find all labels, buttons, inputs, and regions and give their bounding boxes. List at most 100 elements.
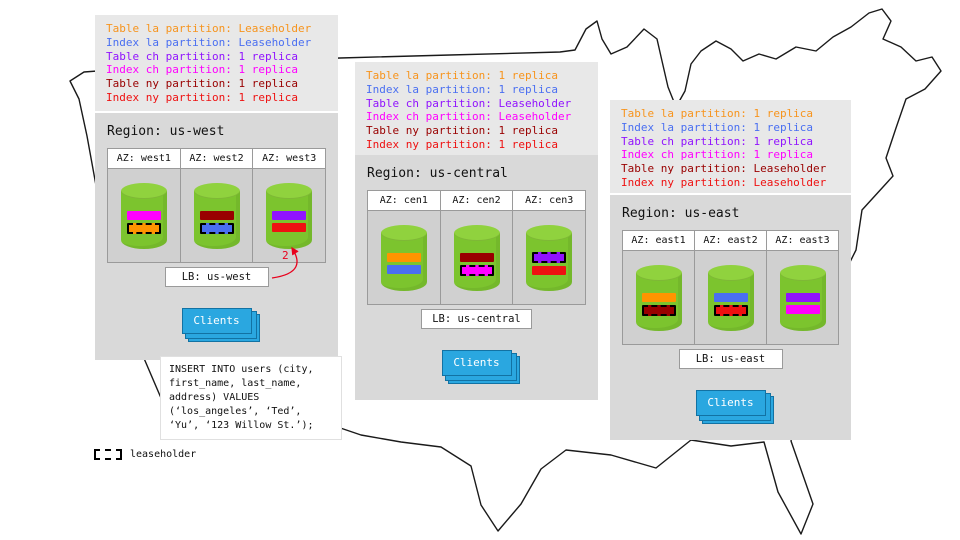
leaseholder-swatch-icon [94, 449, 122, 460]
az-body [253, 169, 326, 262]
cylinder-top [266, 182, 313, 199]
partition-bar [713, 304, 748, 316]
partition-info-line: Index ny partition: 1 replica [106, 90, 299, 104]
az-grid-us-central: AZ: cen1 AZ: cen2 [367, 190, 586, 305]
partition-bar [272, 210, 307, 220]
partition-bar [532, 265, 567, 275]
arrow-step-annotation: 2 [282, 249, 289, 262]
load-balancer-us-central: LB: us-central [421, 309, 532, 329]
partition-info-line: Table la partition: Leaseholder [106, 22, 312, 35]
db-node-cylinder [380, 224, 427, 291]
az-body [108, 169, 180, 262]
partition-info-line: Table la partition: 1 replica [366, 69, 559, 82]
az-body [695, 251, 766, 344]
partition-bar [199, 210, 234, 220]
partition-bar [459, 264, 494, 276]
clients-label: Clients [695, 390, 766, 416]
legend-label: leaseholder [130, 449, 197, 460]
partition-info-line: Table la partition: 1 replica [621, 107, 814, 120]
clients-node-us-west: Clients [181, 308, 260, 342]
cylinder-body [120, 190, 167, 249]
az-label: AZ: west2 [180, 149, 253, 169]
cylinder-body [779, 272, 826, 331]
region-box-us-west: Region: us-west AZ: west1 AZ: west2 [95, 113, 338, 360]
az-west3: AZ: west3 [253, 149, 326, 262]
partition-bar [459, 252, 494, 262]
az-body [368, 211, 440, 304]
clients-label: Clients [441, 350, 512, 376]
partition-bar [126, 222, 161, 234]
partition-info-line: Index la partition: 1 replica [366, 82, 559, 96]
az-label: AZ: west1 [108, 149, 180, 169]
cylinder-top [707, 264, 754, 281]
db-node-cylinder [526, 224, 573, 291]
clients-label: Clients [181, 308, 252, 334]
az-cen2: AZ: cen2 [440, 191, 514, 304]
db-node-cylinder [779, 264, 826, 331]
partition-info-line: Index ch partition: Leaseholder [366, 110, 572, 124]
sql-insert-note: INSERT INTO users (city, first_name, las… [160, 356, 342, 440]
partition-info-line: Index ch partition: 1 replica [621, 148, 814, 162]
partition-info-line: Table ny partition: 1 replica [106, 77, 299, 91]
az-body [767, 251, 838, 344]
partition-info-box-us-west: Table la partition: Leaseholder Index la… [95, 15, 338, 111]
az-body [180, 169, 253, 262]
partition-bar [126, 210, 161, 220]
cylinder-body [635, 272, 682, 331]
az-label: AZ: west3 [253, 149, 326, 169]
partition-bar [641, 292, 676, 302]
az-west1: AZ: west1 [108, 149, 181, 262]
cylinder-top [120, 182, 167, 199]
partition-bar [386, 264, 421, 274]
partition-info-line: Index ny partition: 1 replica [366, 137, 559, 151]
region-title: Region: us-east [622, 206, 740, 221]
cylinder-top [380, 224, 427, 241]
sql-line: first_name, last_name, [169, 378, 302, 389]
cylinder-body [453, 232, 500, 291]
az-body [440, 211, 513, 304]
az-body [623, 251, 694, 344]
partition-info-line: Table ch partition: 1 replica [106, 49, 299, 63]
leaseholder-legend: leaseholder [94, 449, 196, 460]
az-label: AZ: east3 [767, 231, 838, 251]
az-east2: AZ: east2 [695, 231, 767, 344]
db-node-cylinder [266, 182, 313, 249]
load-balancer-us-east: LB: us-east [678, 349, 783, 369]
partition-info-line: Index la partition: Leaseholder [106, 35, 312, 49]
clients-node-us-central: Clients [441, 350, 520, 384]
cylinder-top [635, 264, 682, 281]
region-box-us-central: Region: us-central AZ: cen1 AZ: cen2 [355, 155, 598, 400]
az-west2: AZ: west2 [180, 149, 254, 262]
db-node-cylinder [453, 224, 500, 291]
partition-info-line: Table ch partition: 1 replica [621, 134, 814, 148]
cylinder-top [779, 264, 826, 281]
partition-info-line: Index ch partition: 1 replica [106, 63, 299, 77]
partition-bar [386, 252, 421, 262]
clients-node-us-east: Clients [695, 390, 774, 424]
cylinder-body [380, 232, 427, 291]
cylinder-body [193, 190, 240, 249]
partition-info-line: Table ch partition: Leaseholder [366, 96, 572, 110]
sql-line: INSERT INTO users (city, [169, 364, 314, 375]
db-node-cylinder [193, 182, 240, 249]
partition-bar [641, 304, 676, 316]
region-title: Region: us-central [367, 166, 508, 181]
az-label: AZ: cen2 [440, 191, 513, 211]
cylinder-body [266, 190, 313, 249]
cylinder-top [453, 224, 500, 241]
db-node-cylinder [707, 264, 754, 331]
db-node-cylinder [120, 182, 167, 249]
az-cen1: AZ: cen1 [368, 191, 441, 304]
az-label: AZ: east1 [623, 231, 694, 251]
az-grid-us-east: AZ: east1 AZ: east2 [622, 230, 839, 345]
partition-bar [713, 292, 748, 302]
region-title: Region: us-west [107, 124, 225, 139]
sql-line: address) VALUES [169, 392, 260, 403]
partition-bar [785, 292, 820, 302]
az-label: AZ: cen3 [513, 191, 586, 211]
partition-bar [272, 222, 307, 232]
az-cen3: AZ: cen3 [513, 191, 586, 304]
cylinder-top [526, 224, 573, 241]
